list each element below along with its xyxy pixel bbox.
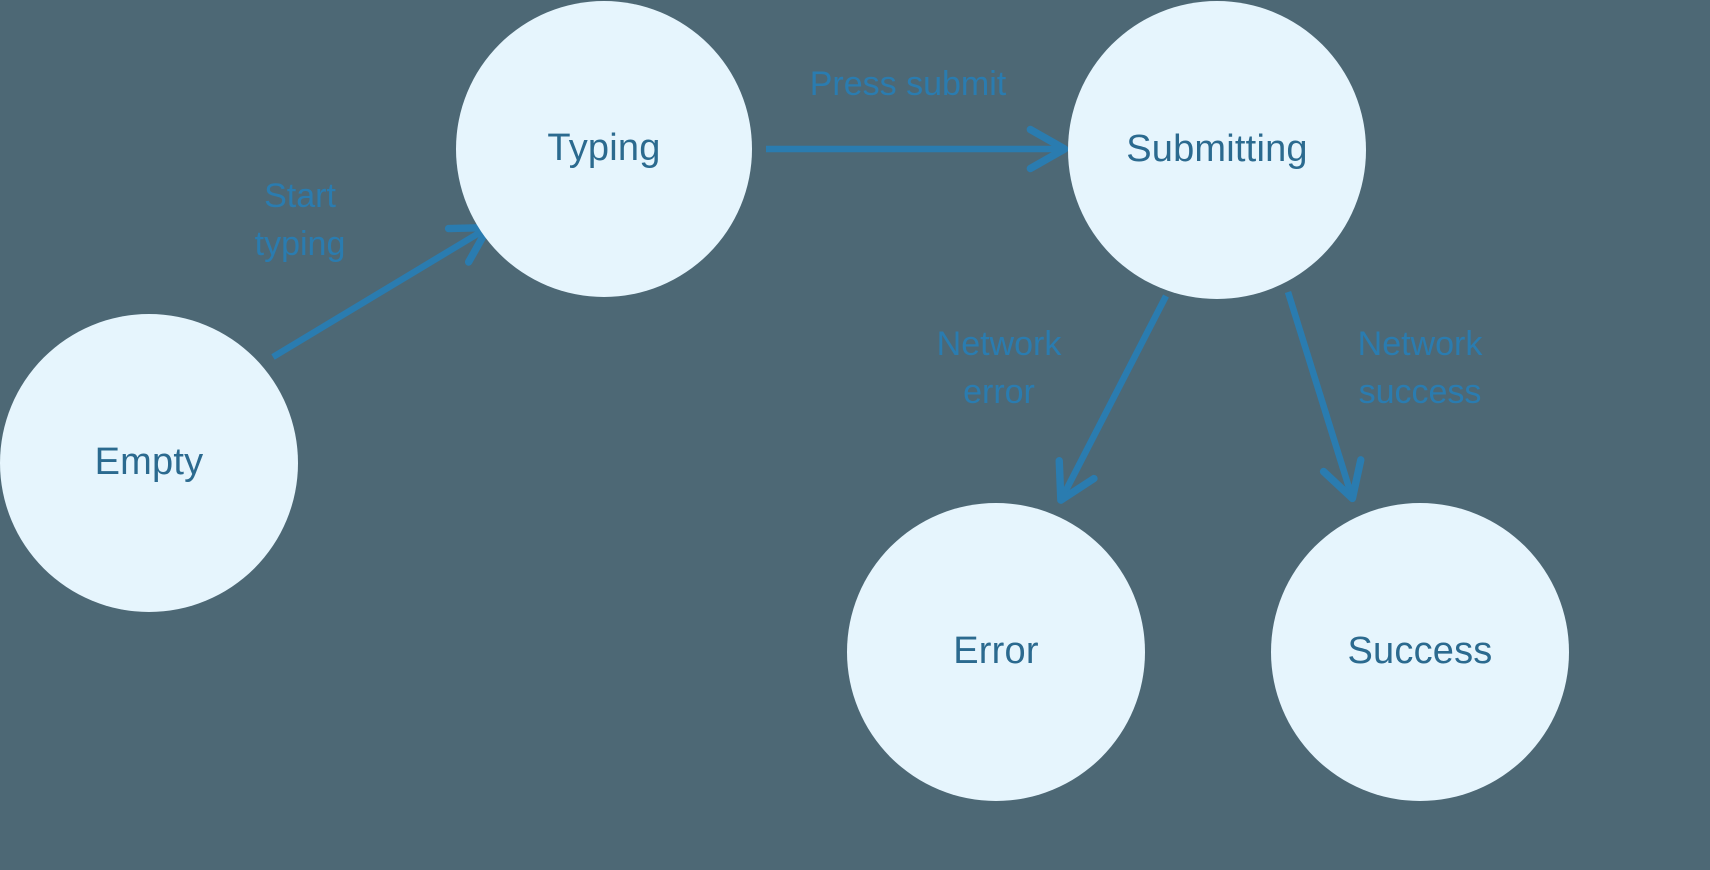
state-node-typing[interactable]: Typing [456, 1, 752, 297]
state-node-empty-label: Empty [94, 441, 204, 484]
edge-label-network-error: Network error [936, 325, 1062, 412]
state-node-empty[interactable]: Empty [0, 314, 298, 612]
state-node-error[interactable]: Error [847, 503, 1145, 801]
state-node-error-label: Error [953, 630, 1039, 673]
edge-label-network-success: Network success [1357, 325, 1483, 412]
edge-empty-to-typing [271, 223, 492, 360]
state-node-submitting-label: Submitting [1126, 128, 1308, 171]
edge-label-press-submit: Press submit [809, 65, 1007, 103]
state-node-success-label: Success [1347, 630, 1493, 673]
state-node-submitting[interactable]: Submitting [1068, 1, 1366, 299]
state-node-typing-label: Typing [547, 127, 661, 170]
edge-submitting-to-error [1055, 294, 1169, 504]
state-node-success[interactable]: Success [1271, 503, 1569, 801]
edge-submitting-to-success [1284, 291, 1365, 503]
edge-label-start-typing: Start typing [254, 177, 346, 264]
